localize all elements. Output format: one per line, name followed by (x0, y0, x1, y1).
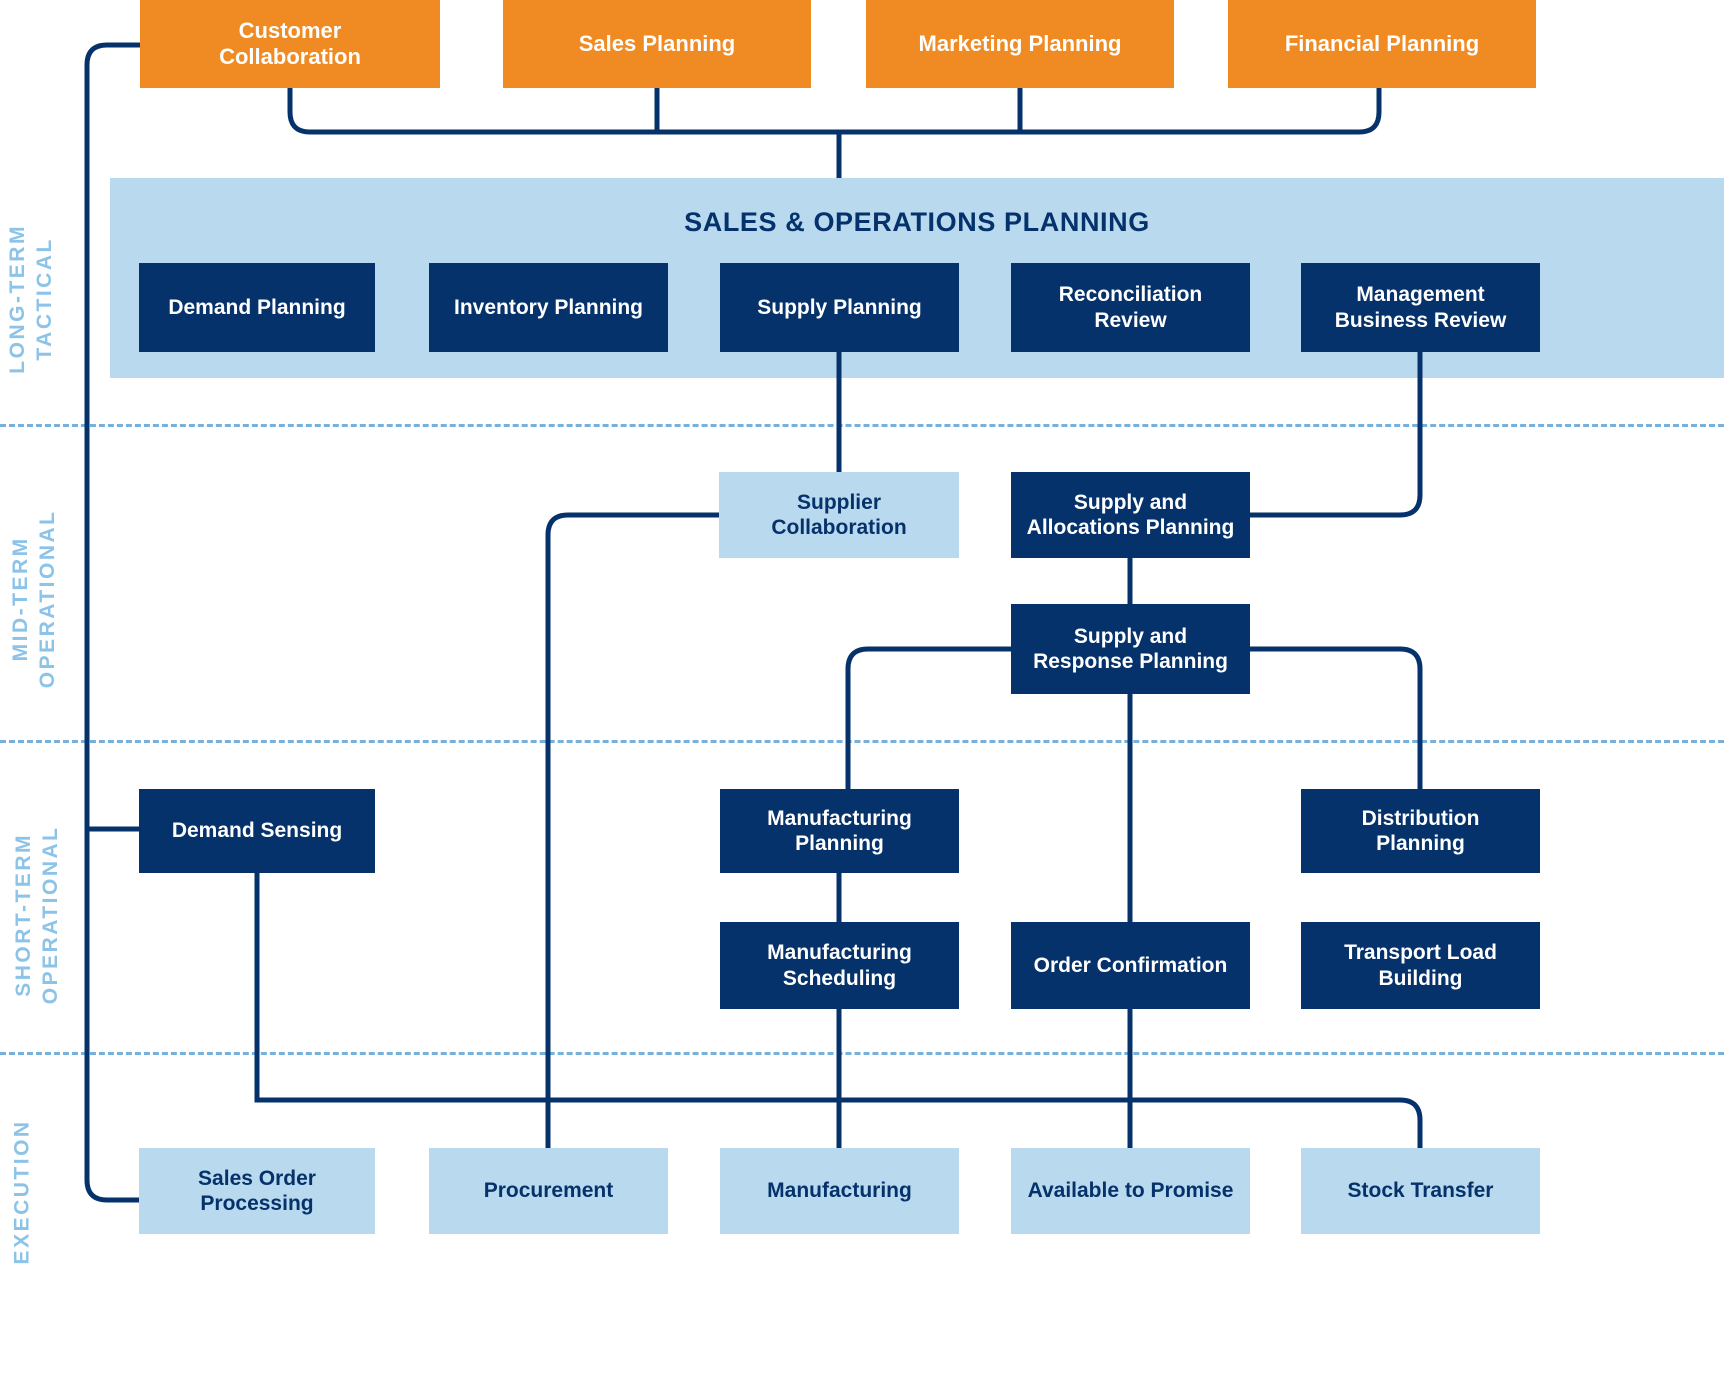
divider-shortterm-execution (0, 1052, 1724, 1055)
node-manufacturing-scheduling[interactable]: Manufacturing Scheduling (720, 922, 959, 1009)
node-marketing-planning[interactable]: Marketing Planning (866, 0, 1174, 88)
node-financial-planning[interactable]: Financial Planning (1228, 0, 1536, 88)
node-distribution-planning[interactable]: Distribution Planning (1301, 789, 1540, 873)
node-demand-sensing[interactable]: Demand Sensing (139, 789, 375, 873)
tier-label-short-term-operational: SHORT-TERM OPERATIONAL (12, 825, 62, 1005)
tier-label-mid-term-operational: MID-TERM OPERATIONAL (9, 509, 59, 689)
node-stock-transfer[interactable]: Stock Transfer (1301, 1148, 1540, 1234)
divider-longterm-midterm (0, 424, 1724, 427)
node-order-confirmation[interactable]: Order Confirmation (1011, 922, 1250, 1009)
node-sales-planning[interactable]: Sales Planning (503, 0, 811, 88)
node-transport-load-building[interactable]: Transport Load Building (1301, 922, 1540, 1009)
divider-midterm-shortterm (0, 740, 1724, 743)
node-available-to-promise[interactable]: Available to Promise (1011, 1148, 1250, 1234)
node-supplier-collaboration[interactable]: Supplier Collaboration (719, 472, 959, 558)
node-manufacturing-planning[interactable]: Manufacturing Planning (720, 789, 959, 873)
node-reconciliation-review[interactable]: Reconciliation Review (1011, 263, 1250, 352)
node-supply-and-allocations-planning[interactable]: Supply and Allocations Planning (1011, 472, 1250, 558)
tier-label-execution: EXECUTION (10, 1119, 34, 1265)
node-management-business-review[interactable]: Management Business Review (1301, 263, 1540, 352)
node-demand-planning[interactable]: Demand Planning (139, 263, 375, 352)
node-inventory-planning[interactable]: Inventory Planning (429, 263, 668, 352)
node-sales-order-processing[interactable]: Sales Order Processing (139, 1148, 375, 1234)
node-procurement[interactable]: Procurement (429, 1148, 668, 1234)
node-manufacturing[interactable]: Manufacturing (720, 1148, 959, 1234)
sop-heading: SALES & OPERATIONS PLANNING (684, 207, 1150, 237)
node-supply-and-response-planning[interactable]: Supply and Response Planning (1011, 604, 1250, 694)
node-customer-collaboration[interactable]: Customer Collaboration (140, 0, 440, 88)
tier-label-long-term-tactical: LONG-TERM TACTICAL (6, 224, 56, 374)
node-supply-planning[interactable]: Supply Planning (720, 263, 959, 352)
